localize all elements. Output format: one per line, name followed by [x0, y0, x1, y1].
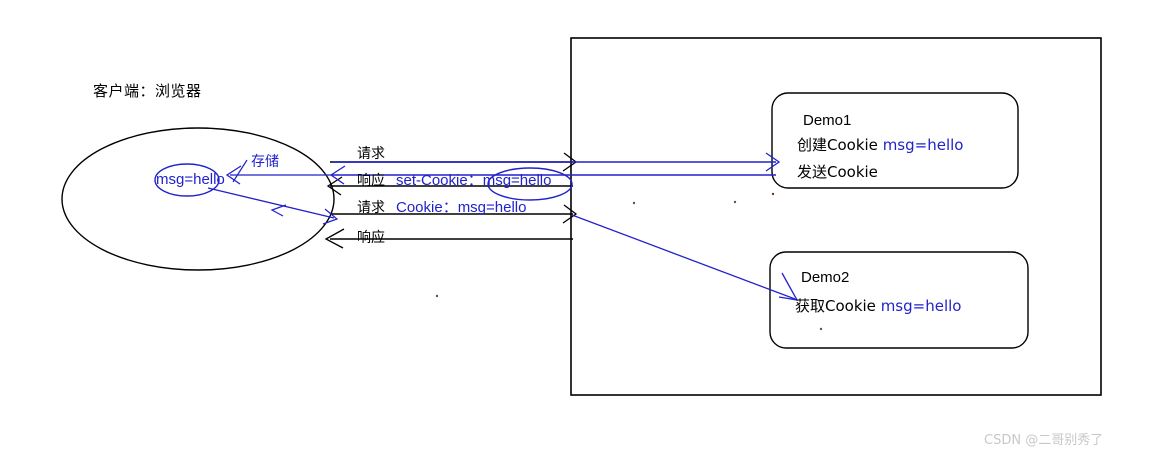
blue-arrow-request-to-demo2 [571, 214, 796, 300]
demo2-box [769, 251, 1029, 349]
message-label-response-1: 响应 [357, 173, 385, 189]
arrowhead-request-2 [562, 204, 578, 224]
client-title-label: 客户端：浏览器 [93, 82, 202, 100]
message-detail-cookie: Cookie：msg=hello [396, 199, 527, 216]
arrowhead-blue-to-demo1 [765, 152, 781, 172]
ink-dot-5 [771, 192, 775, 196]
ink-dot-3 [733, 200, 737, 204]
demo1-send-cookie-line: 发送Cookie [797, 163, 878, 181]
demo2-cookie-value: msg=hello [880, 297, 962, 315]
demo1-title-label: Demo1 [803, 112, 852, 129]
client-cookie-store-value: msg=hello [156, 171, 225, 188]
arrowhead-cookie-to-request [322, 208, 339, 225]
message-label-request-1: 请求 [357, 146, 385, 162]
arrowhead-cookie-midtick [270, 204, 287, 217]
ink-dot-2 [632, 201, 636, 205]
demo1-box [771, 92, 1019, 189]
server-container-box [570, 37, 1102, 396]
demo2-title-label: Demo2 [801, 269, 850, 286]
message-detail-set-cookie: set-Cookie：msg=hello [396, 172, 552, 189]
message-label-response-2: 响应 [357, 230, 385, 246]
arrowhead-response-2 [324, 228, 345, 249]
message-label-request-2: 请求 [357, 200, 385, 216]
csdn-watermark: CSDN @二哥别秀了 [984, 433, 1104, 448]
ink-dot-4 [819, 327, 823, 331]
demo2-get-cookie-text: 获取Cookie [795, 297, 881, 315]
cookie-store-ellipse [154, 163, 220, 197]
highlight-ellipse-setcookie-value [487, 167, 573, 201]
arrowhead-store-into-cookie [225, 165, 242, 185]
demo1-create-cookie-line: 创建Cookie msg=hello [797, 138, 963, 153]
demo2-get-cookie-line: 获取Cookie msg=hello [795, 299, 961, 314]
demo1-create-cookie-text: 创建Cookie [797, 136, 883, 154]
ink-dot-1 [435, 294, 439, 298]
arrowhead-to-demo2 [778, 272, 799, 301]
blue-arrow-cookie-to-request [207, 187, 335, 219]
client-browser-ellipse [61, 127, 335, 271]
demo1-cookie-value: msg=hello [882, 136, 964, 154]
store-arrow-label: 存储 [251, 154, 279, 170]
blue-tick-store-label [232, 159, 248, 183]
